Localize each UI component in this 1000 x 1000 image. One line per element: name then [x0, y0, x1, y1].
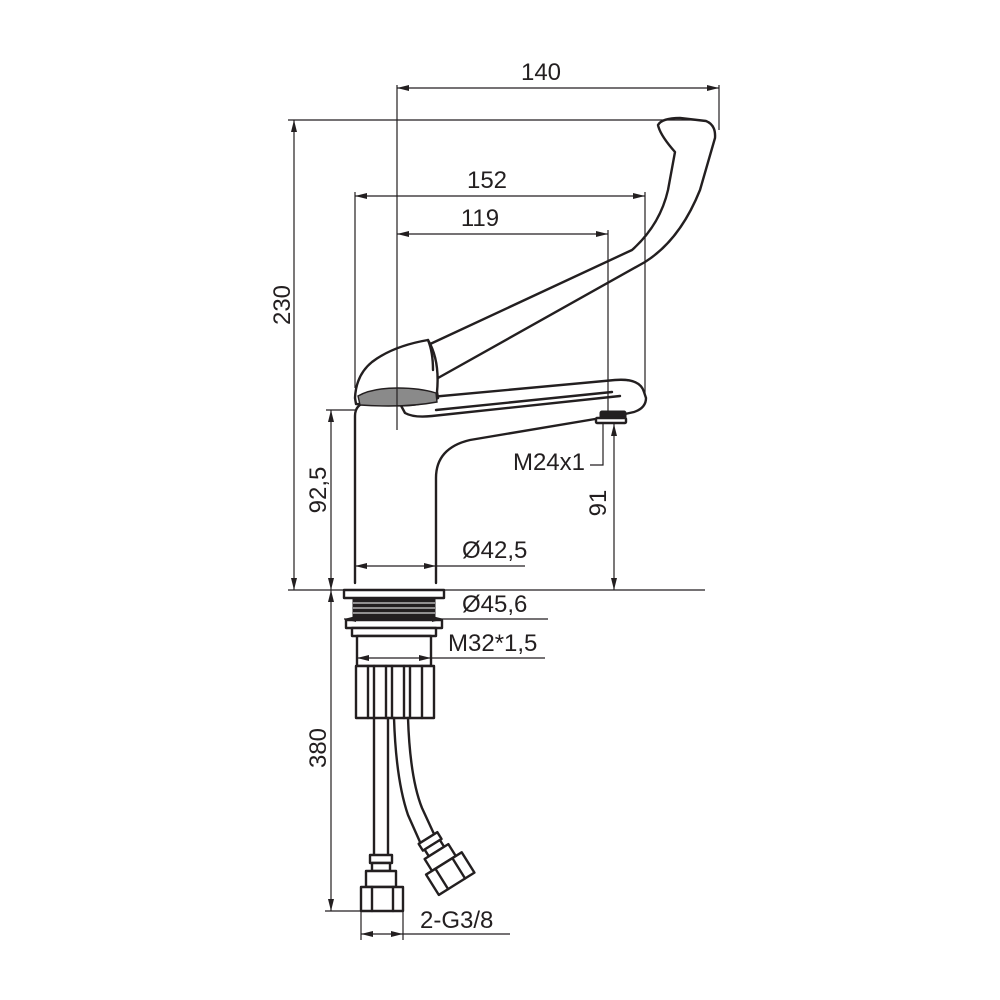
spout-reach-label: 119	[461, 205, 499, 232]
outlet-thread-label: M24x1	[513, 449, 585, 476]
outlet-height-label: 91	[585, 490, 612, 517]
dimension-overall-reach: 140	[396, 59, 720, 430]
dimension-outlet-thread: M24x1	[513, 424, 604, 476]
dimension-hose-connection: 2-G3/8	[360, 907, 510, 940]
dimension-shank-thread: M32*1,5	[357, 630, 545, 661]
dimension-spout-reach: 119	[397, 205, 609, 412]
hose-angled	[392, 716, 476, 897]
mounting-nut	[354, 664, 436, 720]
dimension-outlet-height: 91	[585, 424, 617, 590]
overall-reach-label: 140	[521, 59, 561, 86]
body-diameter-label: Ø42,5	[462, 537, 527, 564]
outlet-aerator	[594, 410, 628, 425]
lever-handle	[353, 116, 717, 407]
hose-straight	[359, 716, 405, 913]
shank-thread-label: M32*1,5	[448, 630, 537, 657]
base-diameter-label: Ø45,6	[462, 591, 527, 618]
overall-height-label: 230	[269, 285, 296, 325]
hose-connection-label: 2-G3/8	[420, 907, 493, 934]
dimension-hose-length: 380	[305, 590, 361, 912]
handle-reach-label: 152	[467, 167, 507, 194]
spout-height-label: 92,5	[305, 467, 332, 514]
dimension-body-diameter: Ø42,5	[355, 537, 527, 569]
dimension-handle-reach: 152	[354, 167, 646, 395]
dimension-overall-height: 230	[269, 119, 705, 591]
hose-length-label: 380	[305, 728, 332, 768]
dimension-spout-height: 92,5	[305, 409, 355, 590]
mounting-base	[342, 588, 446, 668]
dimension-base-diameter: Ø45,6	[344, 591, 548, 622]
